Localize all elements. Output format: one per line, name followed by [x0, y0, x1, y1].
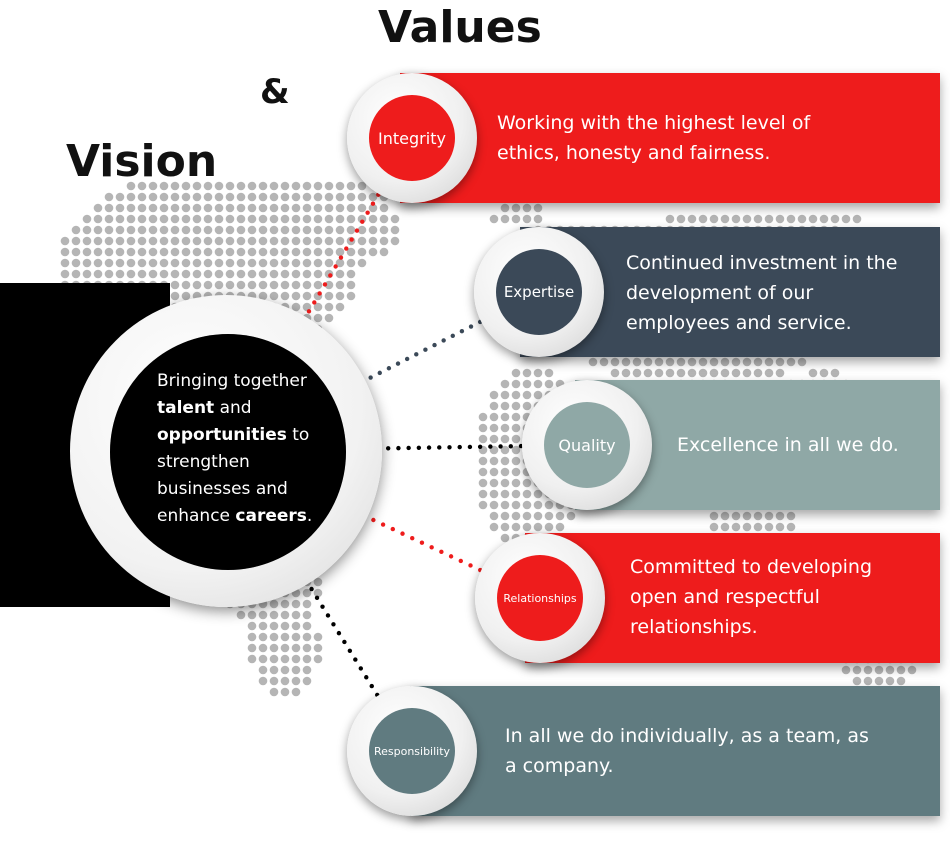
- responsibility-ring: Responsibility: [347, 686, 477, 816]
- integrity-label: Integrity: [378, 128, 446, 148]
- expertise-circle: Expertise: [496, 249, 582, 335]
- responsibility-band: [410, 686, 940, 816]
- relationships-description: Committed to developing open and respect…: [630, 556, 873, 638]
- title-values: Values: [378, 2, 542, 53]
- quality-label: Quality: [558, 435, 616, 455]
- relationships-ring: Relationships: [475, 533, 605, 663]
- quality-ring: Quality: [522, 380, 652, 510]
- relationships-circle: Relationships: [497, 555, 583, 641]
- expertise-label: Expertise: [503, 283, 575, 301]
- responsibility-description: In all we do individually, as a team, as…: [505, 725, 869, 777]
- expertise-ring: Expertise: [474, 227, 604, 357]
- quality-description: Excellence in all we do.: [677, 434, 899, 456]
- title-vision: Vision: [66, 136, 218, 187]
- integrity-description: Working with the highest level of ethics…: [497, 112, 811, 164]
- integrity-ring: Integrity: [347, 73, 477, 203]
- integrity-band: [400, 73, 940, 203]
- responsibility-label: Responsibility: [373, 744, 451, 758]
- integrity-circle: Integrity: [369, 95, 455, 181]
- expertise-description: Continued investment in the development …: [626, 252, 898, 334]
- quality-circle: Quality: [544, 402, 630, 488]
- vision-statement: Bringing together talent and opportuniti…: [157, 371, 313, 526]
- responsibility-circle: Responsibility: [369, 708, 455, 794]
- vision-core: [110, 334, 346, 570]
- relationships-label: Relationships: [503, 591, 577, 605]
- title-ampersand: &: [260, 72, 290, 112]
